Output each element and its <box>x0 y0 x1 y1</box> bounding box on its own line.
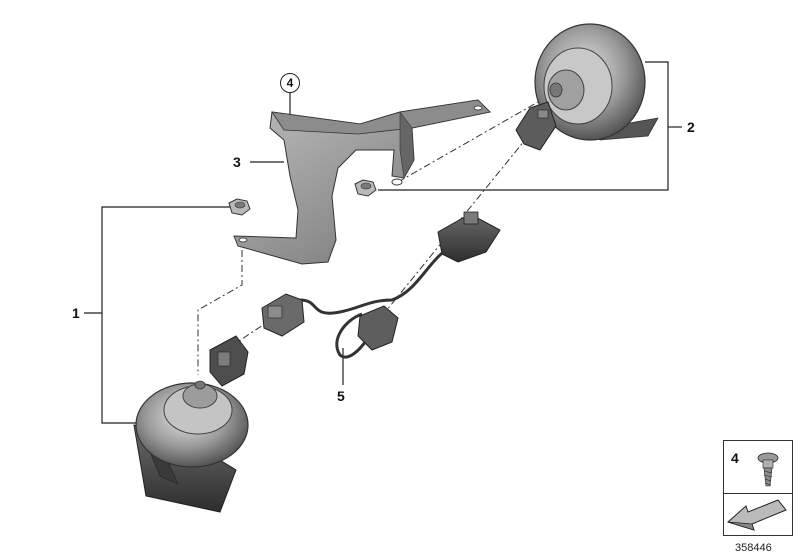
nut-right <box>354 179 377 197</box>
washer-right <box>391 178 403 186</box>
legend-box: 4 <box>723 440 793 536</box>
diagram-number: 358446 <box>735 542 772 554</box>
leader-lines <box>84 61 682 424</box>
assembly-line-right-horn <box>397 97 546 183</box>
callout-5: 5 <box>337 388 345 404</box>
legend-screw-number: 4 <box>731 450 739 466</box>
horn-right <box>515 23 659 151</box>
callout-4: 4 <box>280 73 300 93</box>
leader-line-2 <box>378 61 669 191</box>
callout-3: 3 <box>233 154 241 170</box>
wiring-harness <box>261 211 501 359</box>
direction-arrow-icon <box>727 499 787 531</box>
callout-1: 1 <box>72 305 80 321</box>
callout-2: 2 <box>687 119 695 135</box>
leader-line-1 <box>101 206 232 424</box>
nut-left <box>228 198 251 216</box>
horn-left <box>133 335 249 513</box>
screw-icon <box>757 452 779 487</box>
legend-divider <box>724 493 792 494</box>
assembly-line-left-horn <box>197 250 243 375</box>
mounting-bracket <box>233 99 492 265</box>
